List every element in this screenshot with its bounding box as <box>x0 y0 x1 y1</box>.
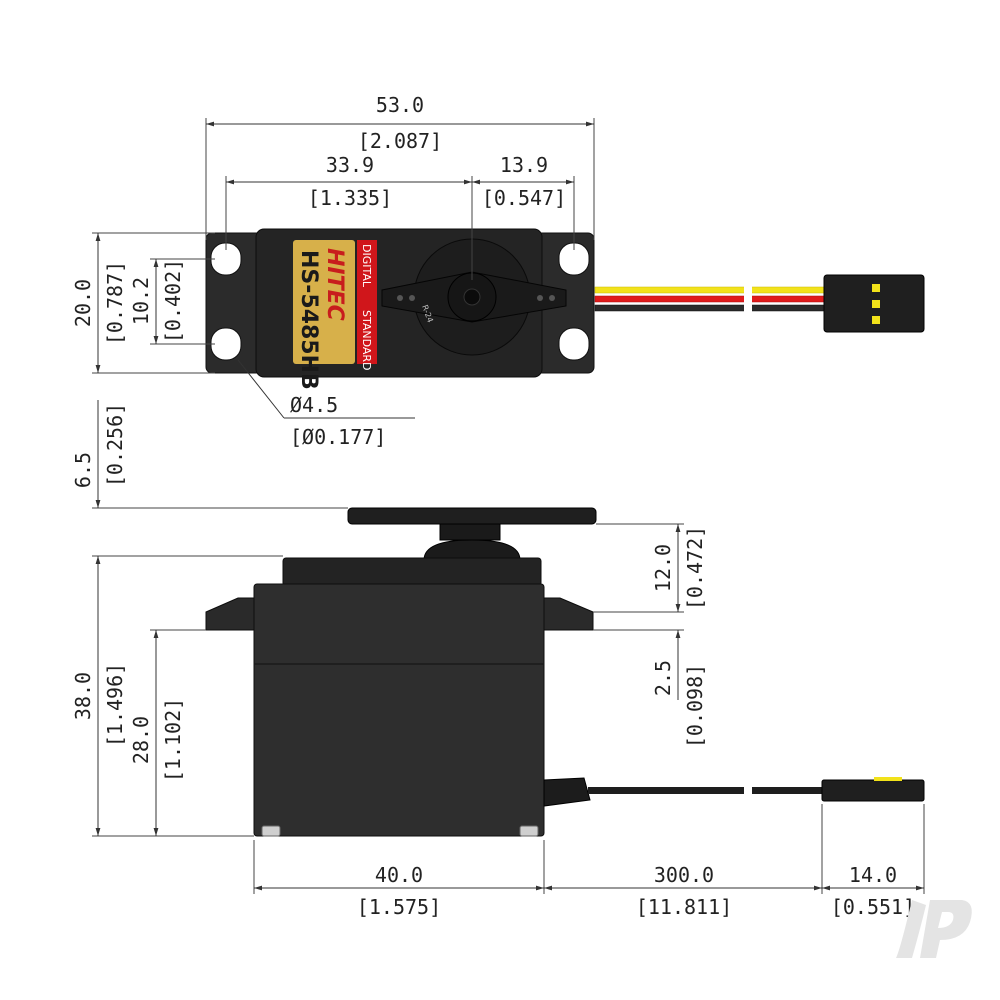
label-model-text: HS-5485HB <box>296 250 321 390</box>
main-case-side <box>253 583 545 837</box>
dim-lead-length-text: 300.0 <box>654 863 714 887</box>
dim-right-width-text: 13.9 <box>500 153 548 177</box>
wire-yellow-top <box>594 286 826 294</box>
dim-body-height-text: 28.0 <box>129 716 153 764</box>
dim-flange-thick-text: 2.5 <box>651 660 675 696</box>
label-red-strip <box>357 240 377 364</box>
dim-hole-spacing-in: [0.402] <box>161 259 185 343</box>
top-dimensions: 53.0 [2.087] 33.9 [1.335] 13.9 [0.547] 2… <box>71 93 595 449</box>
connector-pin-2 <box>872 300 880 308</box>
dim-plug-length-text: 14.0 <box>849 863 897 887</box>
dim-flange-thick-in: [0.098] <box>683 664 707 748</box>
watermark-logo <box>896 900 972 958</box>
flange-left <box>205 597 257 631</box>
lead-wire-side <box>588 787 824 794</box>
lead-wire-break <box>744 782 752 798</box>
dim-mount-height-text: 20.0 <box>71 279 95 327</box>
dim-total-height-text: 38.0 <box>71 672 95 720</box>
side-view <box>205 507 925 837</box>
dim-hole-dia-in: [Ø0.177] <box>290 425 386 449</box>
wire-break-top <box>744 280 752 320</box>
mount-hole-bl <box>210 327 242 361</box>
gear-dome <box>423 539 521 561</box>
label-gold <box>293 240 355 364</box>
label-type-right: STANDARD <box>360 310 373 371</box>
dim-hole-dia-text: Ø4.5 <box>290 393 338 417</box>
connector-side-pin <box>874 777 902 781</box>
dim-top-height-in: [0.472] <box>683 526 707 610</box>
output-shaft <box>439 523 501 541</box>
connector-pin-1 <box>872 284 880 292</box>
dim-right-width-in: [0.547] <box>482 186 566 210</box>
dim-total-height-in: [1.496] <box>103 663 127 747</box>
dim-hole-spacing-text: 10.2 <box>129 277 153 325</box>
dim-left-width-in: [1.335] <box>308 186 392 210</box>
horn-hole-2 <box>549 295 555 301</box>
connector-side <box>821 779 925 802</box>
top-cap <box>282 557 542 587</box>
dim-mount-height-in: [0.787] <box>103 261 127 345</box>
label-brand-text: HITEC <box>322 248 347 321</box>
horn-disc-side <box>347 507 597 525</box>
wire-grommet <box>543 777 591 807</box>
label-type-left: DIGITAL <box>360 244 373 288</box>
horn-hole-1 <box>537 295 543 301</box>
dim-overall-width-in: [2.087] <box>358 129 442 153</box>
horn-hole-3 <box>397 295 403 301</box>
dim-case-width-text: 40.0 <box>375 863 423 887</box>
dim-plug-length-in: [0.551] <box>831 895 915 919</box>
foot-right <box>519 825 539 837</box>
top-view: HS-5485HB HITEC DIGITAL STANDARD R-24 <box>205 228 925 390</box>
dim-lead-length-in: [11.811] <box>636 895 732 919</box>
flange-right <box>541 597 594 631</box>
dim-left-width-text: 33.9 <box>326 153 374 177</box>
dim-case-width-in: [1.575] <box>357 895 441 919</box>
dim-top-height-text: 12.0 <box>651 544 675 592</box>
wire-red-top <box>594 295 826 303</box>
mount-hole-br <box>558 327 590 361</box>
foot-left <box>261 825 281 837</box>
horn-screw <box>463 288 481 306</box>
dim-horn-height-in: [0.256] <box>103 403 127 487</box>
hole-dia-leader <box>237 359 285 419</box>
side-dimensions: 6.5 [0.256] 38.0 [1.496] 28.0 [1.102] 12… <box>71 400 925 919</box>
dim-body-height-in: [1.102] <box>161 698 185 782</box>
horn-hole-4 <box>409 295 415 301</box>
wire-black-top <box>594 304 826 312</box>
connector-pin-3 <box>872 316 880 324</box>
dim-overall-width-text: 53.0 <box>376 93 424 117</box>
dim-horn-height-text: 6.5 <box>71 452 95 488</box>
